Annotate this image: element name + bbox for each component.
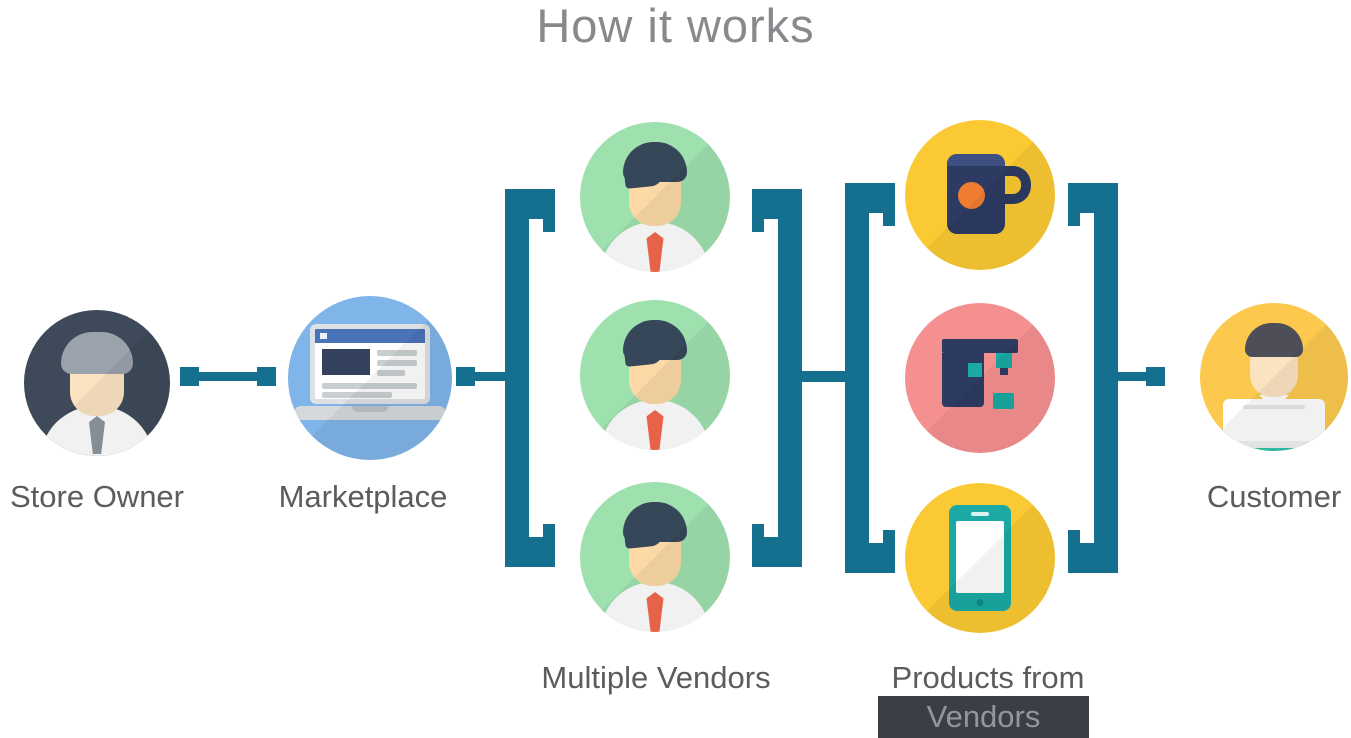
- connector-vendors-products: [798, 371, 847, 382]
- products-label-line2: Vendors: [878, 696, 1089, 738]
- avatar-hair: [623, 142, 687, 182]
- browser-text-line: [377, 370, 405, 376]
- vendor-avatar-icon: [580, 482, 730, 632]
- connector-products-customer: [1118, 372, 1152, 381]
- avatar-hair: [623, 502, 687, 542]
- page-title: How it works: [536, 0, 815, 52]
- printer-body: [942, 353, 984, 407]
- browser-text-line: [377, 360, 417, 366]
- 3d-printer-icon: [905, 303, 1055, 453]
- vendor-avatar-icon: [580, 300, 730, 450]
- connector-endpoint: [456, 367, 475, 386]
- connector-endpoint: [257, 367, 276, 386]
- mug-body: [947, 154, 1005, 234]
- phone-body: [949, 505, 1011, 611]
- multiple-vendors-label: Multiple Vendors: [541, 660, 771, 695]
- printer-shape: [942, 339, 1018, 417]
- printer-panel: [968, 363, 982, 377]
- store-owner-avatar-icon: [24, 310, 170, 456]
- products-bracket-left: [845, 183, 895, 573]
- marketplace-label: Marketplace: [278, 479, 448, 514]
- printed-object: [993, 393, 1014, 409]
- phone-screen: [956, 521, 1004, 593]
- avatar-tie: [646, 232, 664, 272]
- mug-band: [947, 154, 1005, 166]
- avatar-tie: [646, 410, 664, 450]
- coffee-mug-icon: [905, 120, 1055, 270]
- connector-endpoint: [180, 367, 199, 386]
- marketplace-laptop-icon: [288, 296, 452, 460]
- printer-head: [996, 353, 1012, 368]
- printer-nozzle: [1000, 368, 1008, 375]
- connector-store-marketplace: [193, 372, 263, 381]
- avatar-tie: [89, 416, 105, 454]
- browser-text-line: [377, 350, 417, 356]
- avatar-tie: [646, 592, 664, 632]
- customer-avatar-icon: [1200, 303, 1348, 451]
- smartphone-icon: [905, 483, 1055, 633]
- customer-laptop-base: [1215, 441, 1333, 448]
- customer-laptop: [1223, 399, 1325, 443]
- products-bracket-right: [1068, 183, 1118, 573]
- mug-handle: [1003, 166, 1031, 204]
- avatar-hair: [623, 320, 687, 360]
- browser-hero-block: [322, 349, 370, 375]
- customer-label: Customer: [1206, 479, 1342, 514]
- connector-endpoint: [1146, 367, 1165, 386]
- connector-marketplace-vendors: [468, 372, 507, 381]
- laptop-screen: [310, 324, 430, 404]
- browser-text-line: [322, 392, 392, 398]
- browser-topbar: [315, 329, 425, 343]
- laptop-base: [294, 406, 446, 420]
- avatar-hair: [61, 332, 133, 374]
- browser-text-line: [322, 383, 417, 389]
- mug-dot: [958, 182, 985, 209]
- vendor-avatar-icon: [580, 122, 730, 272]
- vendors-bracket-left: [505, 189, 555, 567]
- printer-rail: [942, 339, 1018, 353]
- phone-home-button: [976, 599, 984, 606]
- store-owner-label: Store Owner: [9, 479, 184, 514]
- vendors-bracket-right: [752, 189, 802, 567]
- avatar-hair: [1245, 323, 1303, 357]
- phone-speaker: [971, 512, 989, 516]
- products-label-line1: Products from: [891, 660, 1085, 695]
